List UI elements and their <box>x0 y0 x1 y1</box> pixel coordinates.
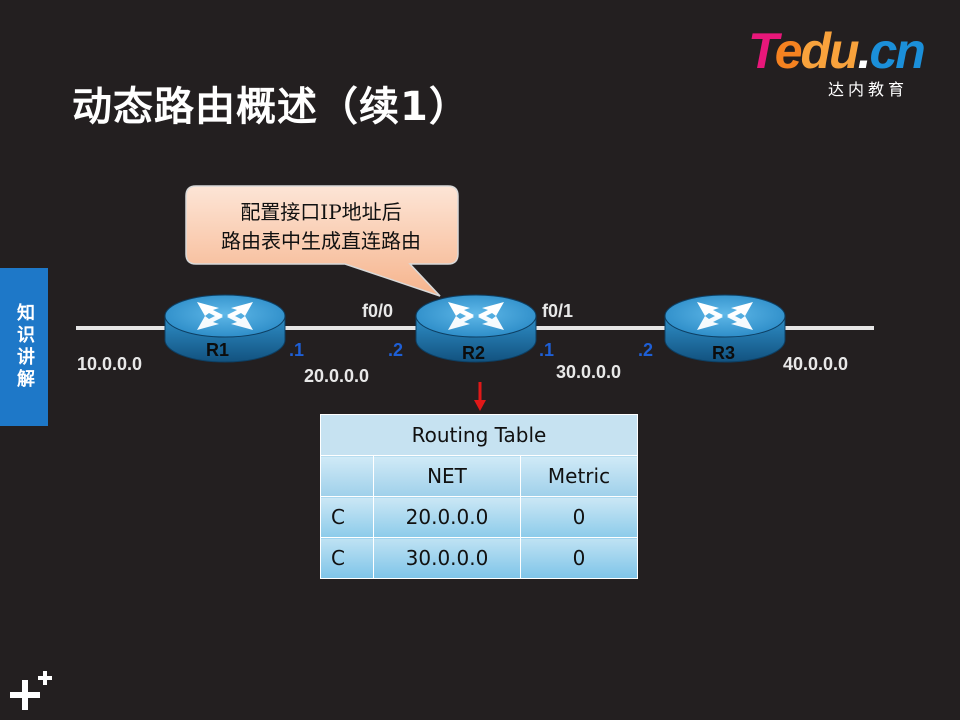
tedu-logo: Tedu.cn 达内教育 <box>748 23 928 100</box>
side-tab-label: 知识讲解 <box>14 303 35 391</box>
table-row: C 30.0.0.0 0 <box>320 537 638 579</box>
table-cell-type: C <box>320 537 374 579</box>
r2-left-host-id: .2 <box>388 340 404 360</box>
slide-title: 动态路由概述（续1） <box>72 84 470 130</box>
router-r3-label: R3 <box>712 343 736 363</box>
table-header-net: NET <box>373 455 521 497</box>
callout-line-2: 路由表中生成直连路由 <box>221 229 421 253</box>
routing-table-title: Routing Table <box>320 414 638 456</box>
r2-f00-label: f0/0 <box>362 301 394 321</box>
table-header-type <box>320 455 374 497</box>
table-header-metric: Metric <box>520 455 638 497</box>
side-tab: 知识讲解 <box>0 268 48 426</box>
table-row: C 20.0.0.0 0 <box>320 496 638 538</box>
network-10-label: 10.0.0.0 <box>77 354 143 374</box>
table-cell-type: C <box>320 496 374 538</box>
router-r2-label: R2 <box>462 343 486 363</box>
r1-host-id: .1 <box>289 340 305 360</box>
network-40-label: 40.0.0.0 <box>783 354 849 374</box>
router-r1-label: R1 <box>206 340 230 360</box>
routing-table: Routing Table NET Metric C 20.0.0.0 0 C … <box>320 414 638 579</box>
callout-bubble <box>185 185 459 297</box>
network-30-label: 30.0.0.0 <box>556 362 622 382</box>
callout-line-1: 配置接口IP地址后 <box>240 200 402 224</box>
red-down-arrow-icon <box>474 382 486 411</box>
table-cell-net: 20.0.0.0 <box>373 496 521 538</box>
logo-subtitle: 达内教育 <box>828 80 909 99</box>
r2-right-host-id: .1 <box>539 340 555 360</box>
plus-plus-icon <box>10 671 52 710</box>
callout-text: 配置接口IP地址后 路由表中生成直连路由 <box>188 198 454 256</box>
table-cell-metric: 0 <box>520 496 638 538</box>
table-cell-metric: 0 <box>520 537 638 579</box>
table-cell-net: 30.0.0.0 <box>373 537 521 579</box>
logo-brand: Tedu.cn <box>748 23 926 79</box>
network-20-label: 20.0.0.0 <box>304 366 370 386</box>
r3-host-id: .2 <box>638 340 654 360</box>
r2-f01-label: f0/1 <box>542 301 574 321</box>
